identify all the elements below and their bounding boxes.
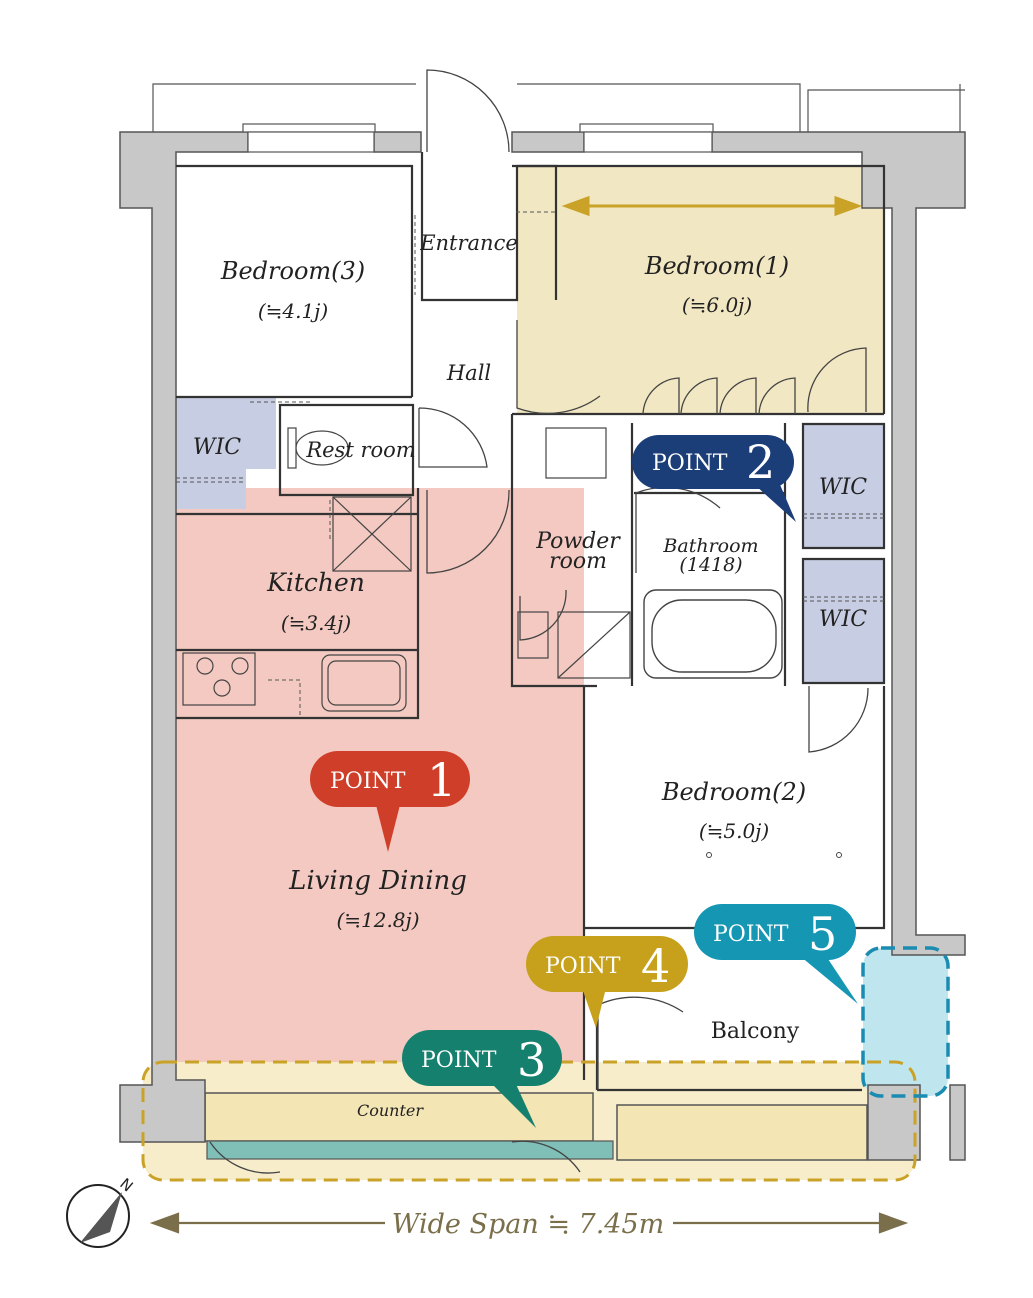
wic-label-3: WIC [819,607,867,632]
point-3-callout: POINT 3 [402,1030,562,1128]
bedroom1-width-arrow [561,195,863,217]
wic-area-1 [176,397,246,509]
bedroom1-size: (≒6.0j) [682,293,752,317]
point-3-number: 3 [517,1033,546,1087]
wide-span-arrow [149,1212,909,1234]
toilet [287,427,349,469]
bedroom1-label: Bedroom(1) [644,252,789,280]
point-5-callout: POINT 5 [694,904,858,1004]
restroom-label: Rest room [305,438,415,462]
powder-room-label-1: Powder [535,529,621,554]
wic-label-1: WIC [193,435,241,460]
point-2-number: 2 [746,435,775,489]
bedroom2-label: Bedroom(2) [661,778,806,806]
bedroom3-size: (≒4.1j) [258,299,328,323]
point-4-callout: POINT 4 [526,936,688,1028]
wic-area-3 [803,559,884,683]
wide-span-label: Wide Span ≒ 7.45m [392,1209,665,1240]
compass-icon: N [66,1174,136,1248]
hall-label: Hall [446,361,491,385]
stove [182,652,407,712]
point-1-number: 1 [427,753,456,807]
balcony-label: Balcony [711,1019,800,1044]
point-4-text: POINT [545,954,621,979]
counter-label: Counter [357,1101,424,1120]
sash-window [206,1140,614,1160]
bedroom3-label: Bedroom(3) [220,257,365,285]
kitchen-label: Kitchen [266,568,365,597]
bathroom-size: (1418) [679,554,742,576]
point-1-text: POINT [330,769,406,794]
point-5-number: 5 [808,907,837,961]
entrance-label: Entrance [419,231,518,255]
point-1-callout: POINT 1 [310,751,470,852]
point5-dashed-outline [861,946,950,1098]
point-3-text: POINT [421,1048,497,1073]
living-dining-size: (≒12.8j) [336,908,419,932]
wic-label-2: WIC [819,475,867,500]
point-2-callout: POINT 2 [632,435,796,522]
point-5-text: POINT [713,922,789,947]
kitchen-size: (≒3.4j) [281,611,351,635]
point-4-number: 4 [641,939,670,993]
point-2-text: POINT [652,451,728,476]
living-dining-label: Living Dining [288,866,467,896]
point5-area [863,948,948,1096]
bedroom2-size: (≒5.0j) [699,819,769,843]
powder-room-label-2: room [549,549,607,574]
bathroom-label: Bathroom [662,535,758,557]
wic-area-2 [803,424,884,548]
bathtub [643,589,783,679]
